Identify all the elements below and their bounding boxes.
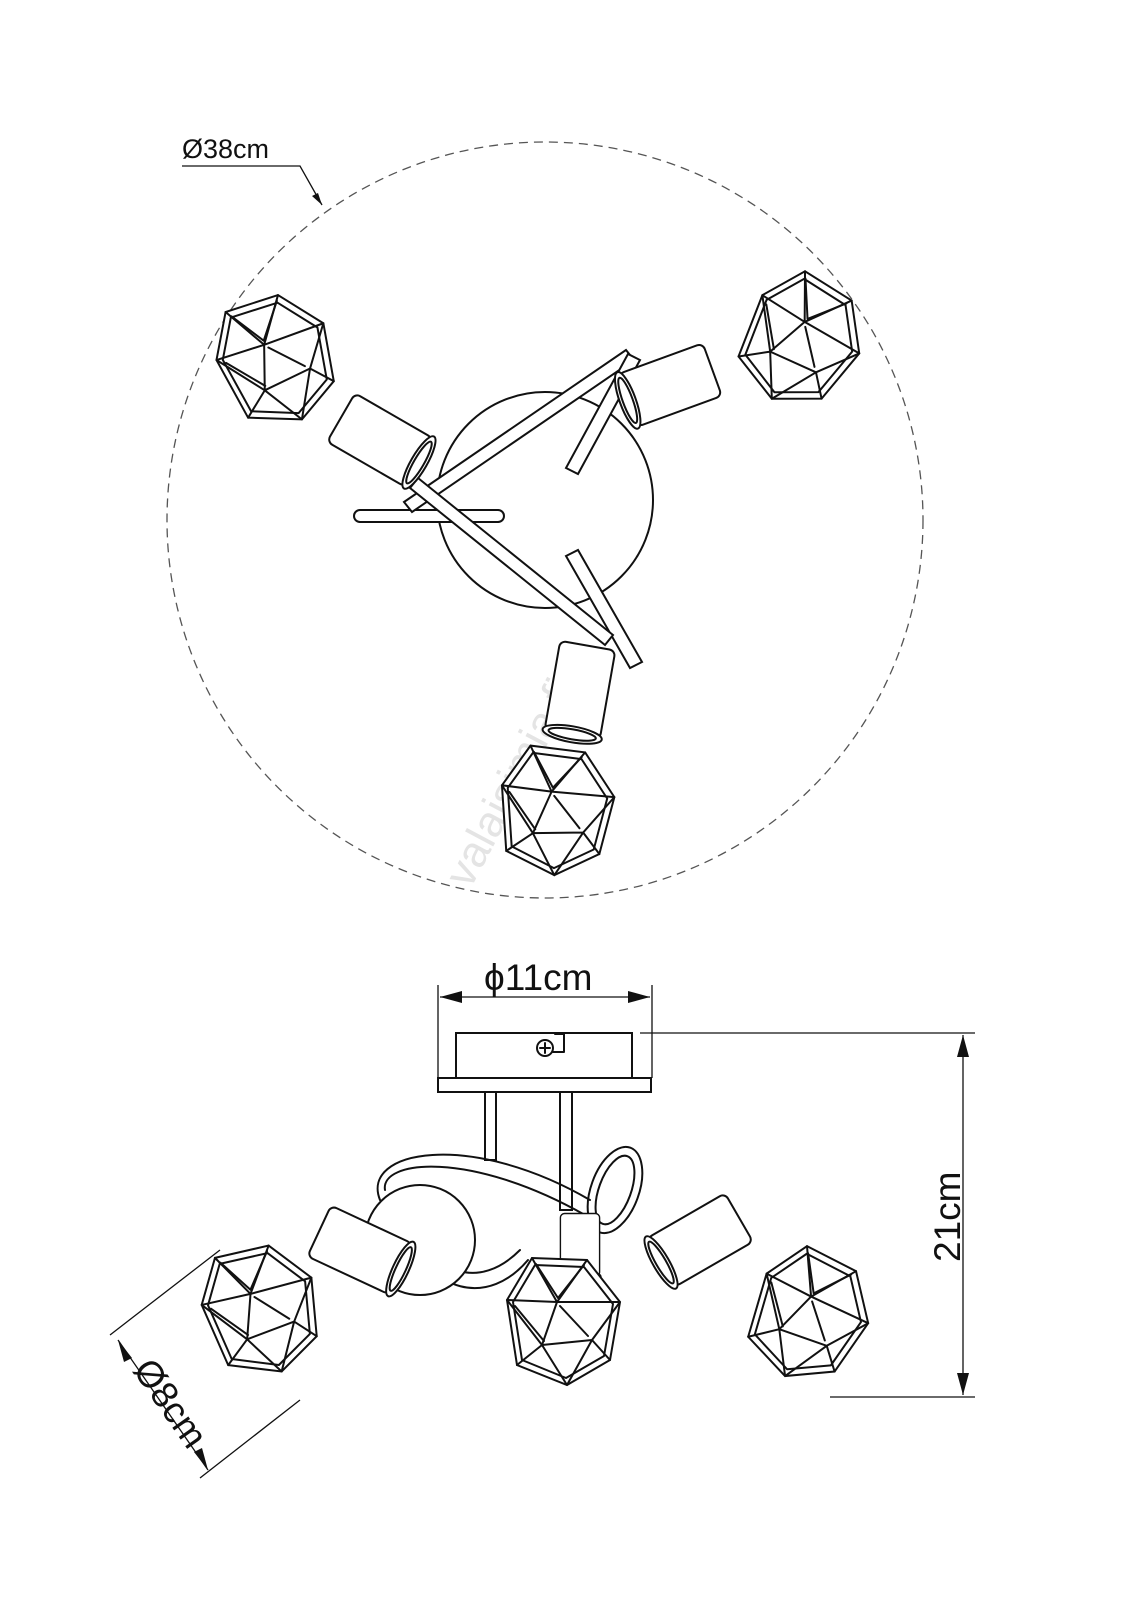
socket [638,1190,755,1294]
shade-cage [718,257,883,427]
mounting-plate [437,1077,652,1093]
overall-diameter-circle [166,141,924,899]
socket [325,390,442,494]
height-label: 21cm [927,1172,968,1262]
shade-cage [729,1234,888,1400]
canopy-plate [436,391,654,609]
overall-diameter-dimension: Ø38cm [182,134,323,206]
canopy-diameter-dimension: ϕ11cm [437,957,653,1078]
side-view [189,1032,888,1400]
shade-cage [201,280,353,441]
canopy-diameter-label: ϕ11cm [484,957,592,998]
socket [540,639,619,749]
shade-cage [506,1257,621,1386]
shade-diameter-label: Ø8cm [125,1351,215,1455]
top-view [166,141,924,899]
overall-diameter-label: Ø38cm [182,134,269,164]
height-dimension: 21cm [640,1032,975,1398]
